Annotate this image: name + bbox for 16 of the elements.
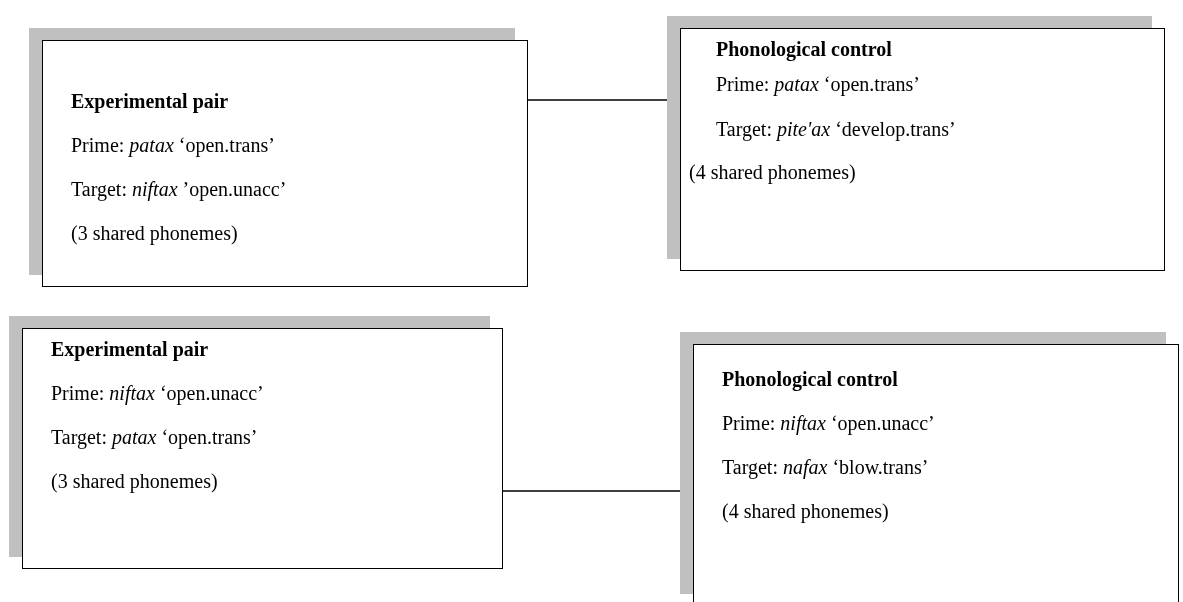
text-line: Prime: patax ‘open.trans’ bbox=[716, 72, 920, 96]
text-line: Prime: patax ‘open.trans’ bbox=[71, 133, 275, 157]
text-line: Target: nafax ‘blow.trans’ bbox=[722, 455, 929, 479]
box-heading: Phonological control bbox=[716, 37, 892, 61]
text-line: Target: niftax ’open.unacc’ bbox=[71, 177, 287, 201]
text-line: Target: patax ‘open.trans’ bbox=[51, 425, 258, 449]
text-line: Prime: niftax ‘open.unacc’ bbox=[722, 411, 935, 435]
box-heading: Experimental pair bbox=[51, 337, 209, 361]
text-line: Target: pite'ax ‘develop.trans’ bbox=[716, 117, 956, 141]
text-line: Prime: niftax ‘open.unacc’ bbox=[51, 381, 264, 405]
text-line: (3 shared phonemes) bbox=[71, 221, 238, 245]
box-heading: Experimental pair bbox=[71, 89, 229, 113]
text-line: (3 shared phonemes) bbox=[51, 469, 218, 493]
text-line: (4 shared phonemes) bbox=[722, 499, 889, 523]
text-line: (4 shared phonemes) bbox=[689, 160, 856, 184]
box-heading: Phonological control bbox=[722, 367, 898, 391]
